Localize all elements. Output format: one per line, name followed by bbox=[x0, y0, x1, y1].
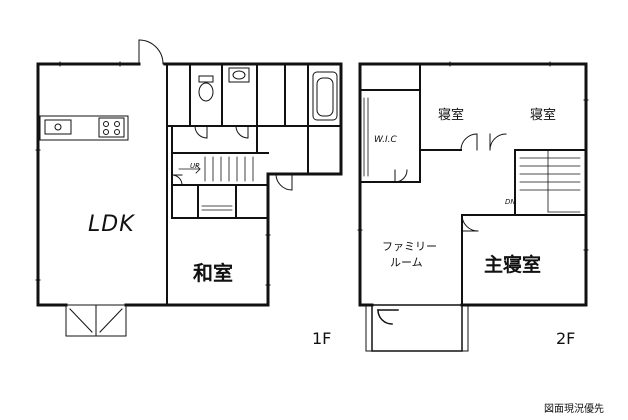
second-floor-interior-walls bbox=[359, 63, 587, 306]
second-floor-windows bbox=[357, 61, 589, 251]
first-floor-label: 1F bbox=[312, 329, 332, 348]
bottom-garden-doors bbox=[65, 304, 127, 337]
stairs-down-label: DN bbox=[505, 198, 516, 206]
wic-closet-doors bbox=[363, 97, 369, 177]
family-room-label-line1: ファミリー bbox=[382, 240, 437, 253]
second-floor-stairs bbox=[519, 149, 581, 213]
walk-in-closet-label: W.I.C bbox=[374, 135, 397, 145]
family-room-label-line2: ルーム bbox=[390, 256, 423, 269]
second-floor-balcony bbox=[365, 304, 469, 352]
bathtub-fixture bbox=[312, 71, 338, 121]
first-floor-interior-walls bbox=[166, 63, 342, 306]
footer-note: 図面現況優先 bbox=[544, 404, 604, 415]
second-floor-label: 2F bbox=[556, 329, 576, 348]
ldk-windows bbox=[35, 61, 121, 281]
first-floor-interior-doors bbox=[171, 125, 293, 191]
kitchen-counter bbox=[39, 115, 129, 141]
second-floor-interior-doors bbox=[394, 133, 507, 232]
washbasin-fixture bbox=[228, 67, 250, 83]
master-bedroom-label: 主寝室 bbox=[484, 254, 542, 276]
japanese-room-window bbox=[265, 234, 271, 286]
bedroom-right-label: 寝室 bbox=[530, 108, 557, 123]
bedroom-left-label: 寝室 bbox=[438, 108, 465, 123]
stairs-up-label: UP bbox=[190, 162, 200, 170]
first-floor-stairs bbox=[178, 156, 254, 182]
first-floor-plan bbox=[35, 39, 343, 337]
toilet-fixture bbox=[198, 75, 214, 102]
first-floor-exterior-walls bbox=[36, 62, 343, 307]
second-floor-exterior-walls bbox=[358, 62, 588, 307]
ldk-room-label: LDK bbox=[88, 212, 135, 237]
closet-doors bbox=[201, 205, 233, 211]
second-floor-plan bbox=[357, 61, 589, 352]
entrance-door bbox=[138, 39, 164, 65]
japanese-room-label: 和室 bbox=[193, 261, 233, 285]
